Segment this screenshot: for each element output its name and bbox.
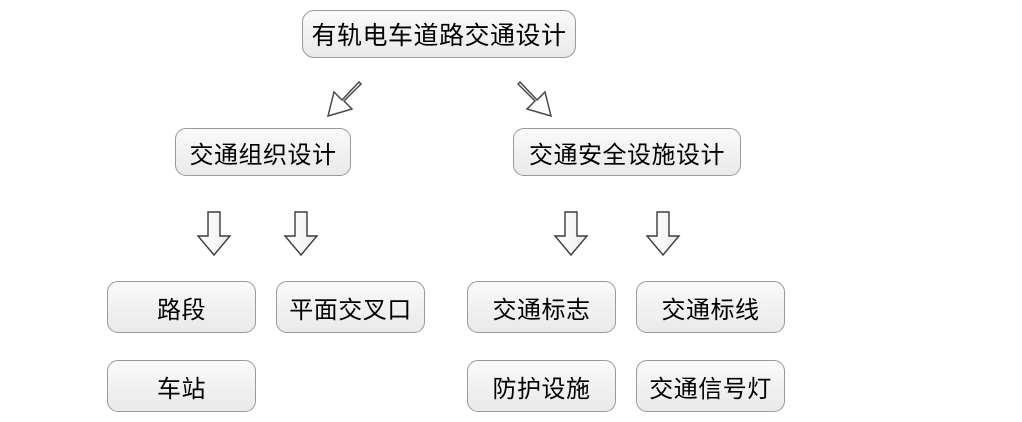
- node-traffic-sign[interactable]: 交通标志: [467, 281, 616, 333]
- arrow-down-left-icon: [312, 74, 370, 128]
- node-road-section[interactable]: 路段: [107, 281, 256, 333]
- node-traffic-organization-design[interactable]: 交通组织设计: [175, 128, 351, 176]
- arrow-down-right-icon: [505, 74, 563, 128]
- arrow-down-icon-traffic-sign: [553, 211, 589, 257]
- node-at-grade-intersection[interactable]: 平面交叉口: [276, 281, 425, 333]
- node-station[interactable]: 车站: [107, 360, 256, 412]
- node-traffic-marking[interactable]: 交通标线: [636, 281, 785, 333]
- arrow-down-icon-traffic-marking: [645, 211, 681, 257]
- node-protective-facility[interactable]: 防护设施: [467, 360, 616, 412]
- node-traffic-safety-facility-design[interactable]: 交通安全设施设计: [513, 128, 741, 176]
- arrow-down-icon-intersection: [283, 211, 319, 257]
- node-traffic-signal-light[interactable]: 交通信号灯: [636, 360, 785, 412]
- node-root[interactable]: 有轨电车道路交通设计: [302, 10, 576, 58]
- arrow-down-icon-road-section: [196, 211, 232, 257]
